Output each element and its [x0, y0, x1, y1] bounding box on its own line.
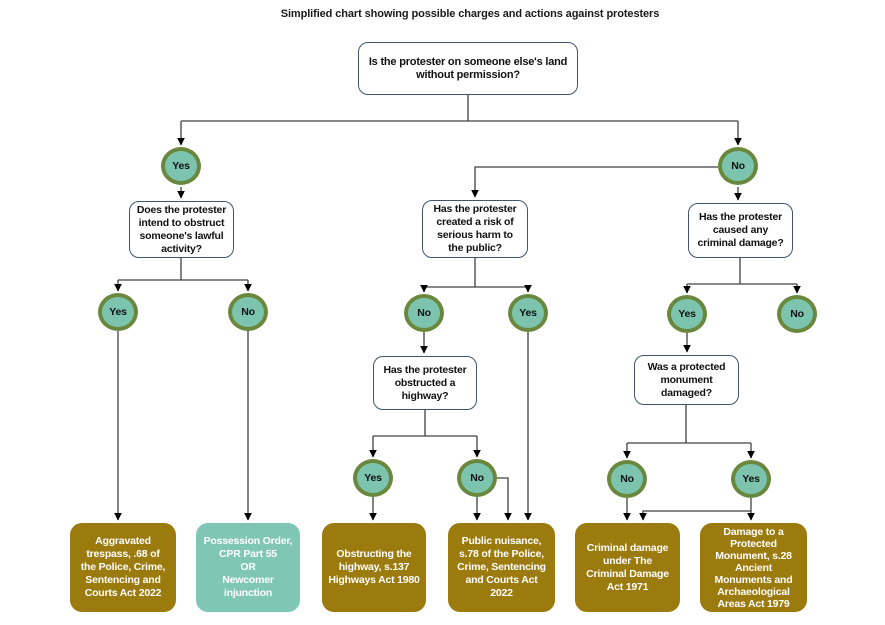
decision-intend-no: No — [228, 293, 268, 331]
question-intend-obstruct: Does the protester intend to obstruct so… — [129, 201, 234, 258]
decision-monument-no: No — [607, 460, 647, 498]
decision-intend-yes: Yes — [98, 293, 138, 331]
question-criminal-damage: Has the protester caused any criminal da… — [688, 203, 793, 258]
question-protected-monument: Was a protected monument damaged? — [634, 355, 739, 405]
decision-highway-no: No — [457, 459, 497, 497]
decision-land-no: No — [718, 147, 758, 185]
outcome-obstructing-highway: Obstructing the highway, s.137 Highways … — [322, 523, 426, 612]
outcome-aggravated-trespass: Aggravated trespass, .68 of the Police, … — [70, 523, 176, 612]
question-risk-of-harm: Has the protester created a risk of seri… — [422, 200, 528, 258]
outcome-criminal-damage: Criminal damage under The Criminal Damag… — [575, 523, 680, 612]
chart-title: Simplified chart showing possible charge… — [280, 8, 660, 20]
outcome-possession-order: Possession Order, CPR Part 55 OR Newcome… — [196, 523, 300, 612]
decision-damage-no: No — [777, 295, 817, 333]
decision-highway-yes: Yes — [353, 459, 393, 497]
outcome-public-nuisance: Public nuisance, s.78 of the Police, Cri… — [448, 523, 555, 612]
decision-risk-no: No — [404, 294, 444, 332]
decision-risk-yes: Yes — [508, 294, 548, 332]
decision-monument-yes: Yes — [731, 460, 771, 498]
decision-land-yes: Yes — [161, 147, 201, 185]
decision-damage-yes: Yes — [667, 295, 707, 333]
question-land: Is the protester on someone else's land … — [358, 42, 578, 95]
question-obstructed-highway: Has the protester obstructed a highway? — [373, 356, 477, 410]
outcome-protected-monument: Damage to a Protected Monument, s.28 Anc… — [700, 523, 807, 612]
